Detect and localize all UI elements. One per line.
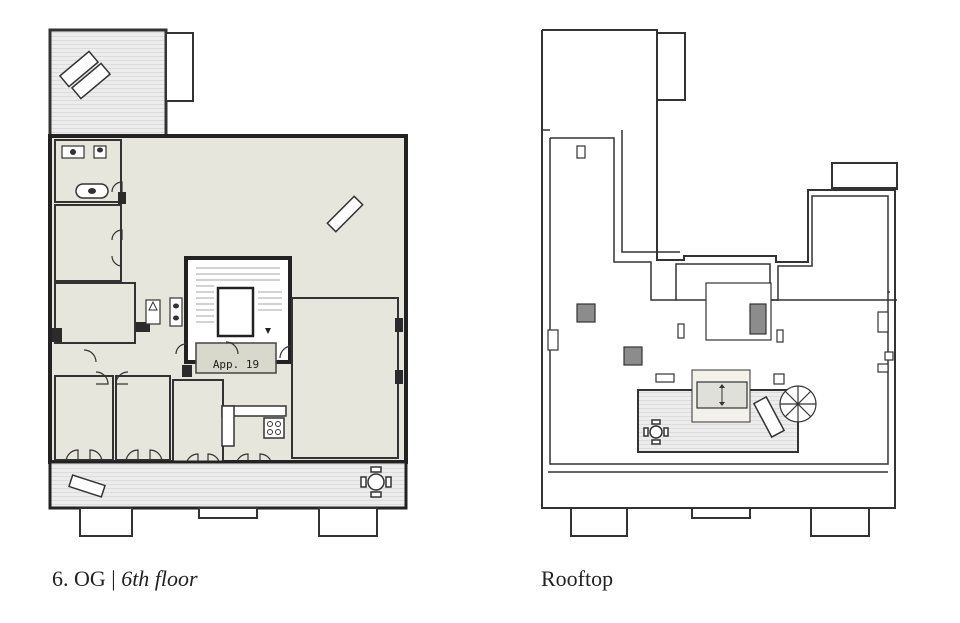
sun-lounger-icon [752, 395, 786, 439]
floor6-caption: 6. OG | 6th floor [52, 566, 198, 592]
guest-wc-icon [145, 297, 183, 327]
rooftop-upper-block [656, 32, 686, 101]
entry-hall [195, 342, 277, 374]
room-s [115, 375, 171, 461]
kitchen [221, 405, 287, 447]
room-se [172, 379, 224, 465]
dining-table-icon [643, 419, 669, 445]
bedroom-1 [54, 204, 122, 282]
room-sw [54, 375, 114, 461]
rooftop-plan [541, 29, 898, 537]
stove-icon [267, 421, 281, 435]
roof-terrace [637, 369, 799, 453]
washbasin-icon [61, 145, 85, 159]
parasol-icon [779, 385, 817, 423]
rooftop-east-block [831, 162, 898, 189]
living-room [291, 297, 399, 459]
south-terrace [48, 460, 408, 537]
apartment-label: App. 19 [212, 358, 260, 371]
sun-lounger-icon [58, 50, 364, 498]
rooftop-balconies [570, 507, 870, 537]
bathtub-icon [75, 183, 109, 199]
floor6-caption-italic: 6th floor [121, 566, 198, 591]
floor6-caption-main: 6. OG | [52, 566, 122, 591]
roof-vents [576, 303, 767, 366]
roof-small-openings [547, 145, 894, 385]
rooftop-caption: Rooftop [541, 566, 614, 591]
dining-table-icon [360, 466, 392, 498]
floor6-plan [48, 28, 408, 537]
bedroom-2 [54, 282, 136, 344]
toilet-icon [93, 145, 107, 159]
